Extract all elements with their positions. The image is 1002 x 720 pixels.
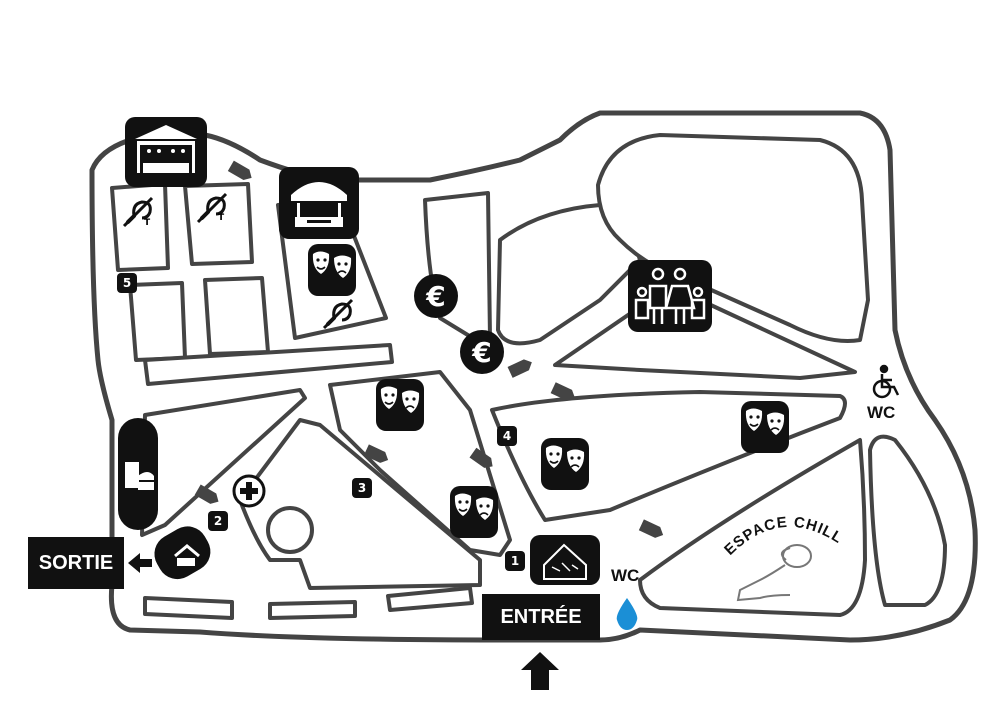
signpost-icon [227, 160, 255, 184]
water-drop-icon [616, 598, 638, 630]
svg-text:€: € [425, 280, 445, 313]
marker-2: 2 [208, 511, 228, 531]
info-house-icon [530, 535, 600, 585]
theater-masks-icon [449, 485, 499, 539]
accessible-tent-icon [154, 526, 211, 580]
wheelchair-icon [872, 364, 900, 399]
wc-accessible-label: WC [867, 403, 896, 422]
theater-masks-icon [307, 243, 357, 297]
marker-3: 3 [352, 478, 372, 498]
svg-text:€: € [471, 336, 491, 369]
entrance-sign: ENTRÉE [482, 594, 600, 640]
theater-masks-icon [540, 437, 590, 491]
kiosk-icon [279, 167, 359, 239]
wc-label: WC [611, 566, 640, 585]
marker-1: 1 [505, 551, 525, 571]
family-icon [628, 260, 712, 332]
first-aid-icon [232, 474, 266, 508]
marker-4: 4 [497, 426, 517, 446]
entrance-arrow-icon [521, 652, 559, 690]
marker-5: 5 [117, 273, 137, 293]
euro-icon: € [414, 274, 458, 318]
theater-masks-icon [740, 400, 790, 454]
euro-icon: € [460, 330, 504, 374]
signpost-icon [638, 519, 666, 541]
stage-icon [125, 117, 207, 187]
hearing-loop-t: T [144, 218, 151, 228]
lounging-person-icon [736, 544, 812, 602]
theater-masks-icon [375, 378, 425, 432]
exit-sign: SORTIE [28, 537, 124, 589]
exit-arrow-icon [128, 553, 152, 573]
food-drink-icon [118, 418, 158, 530]
park-blocks [110, 133, 947, 620]
hearing-loop-t: T [218, 213, 225, 223]
signpost-icon [507, 356, 535, 378]
